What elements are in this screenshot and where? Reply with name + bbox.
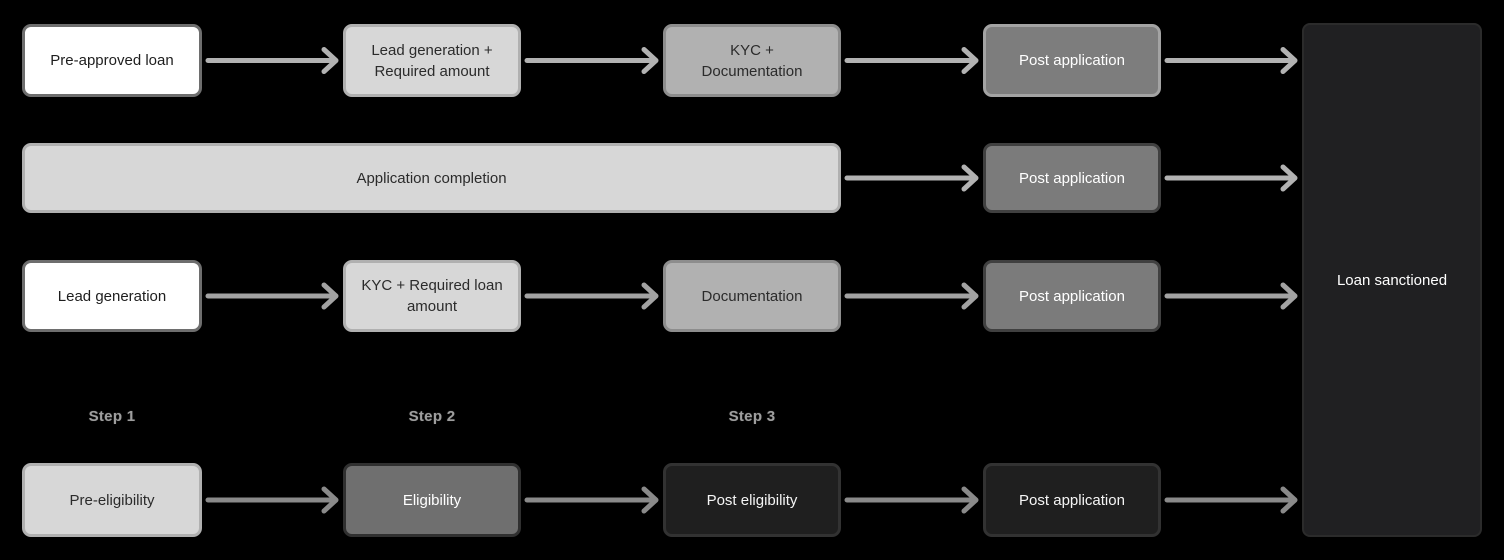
box-label: Pre-eligibility — [69, 491, 155, 509]
flow-arrow — [844, 282, 979, 310]
flow-arrow — [844, 164, 979, 192]
box-label: Post application — [1019, 491, 1125, 509]
step-label-1: Step 1 — [88, 407, 136, 425]
flow-arrow — [844, 486, 979, 514]
box-pre-eligibility: Pre-eligibility — [22, 463, 202, 537]
box-kyc-documentation: KYC + Documentation — [663, 24, 841, 97]
box-kyc-required-loan-amount: KYC + Required loan amount — [343, 260, 521, 332]
box-eligibility: Eligibility — [343, 463, 521, 537]
box-post-application-row2: Post application — [983, 143, 1161, 213]
box-application-completion: Application completion — [22, 143, 841, 213]
flow-arrow — [1164, 164, 1298, 192]
box-label: Eligibility — [402, 491, 462, 509]
flow-arrow — [1164, 486, 1298, 514]
flow-arrow — [524, 47, 659, 74]
flow-arrow — [1164, 282, 1298, 310]
box-post-application-row4: Post application — [983, 463, 1161, 537]
box-post-application-row1: Post application — [983, 24, 1161, 97]
box-pre-approved-loan: Pre-approved loan — [22, 24, 202, 97]
box-label: Lead generation — [57, 287, 167, 305]
step-label-2: Step 2 — [408, 407, 456, 425]
box-documentation: Documentation — [663, 260, 841, 332]
flow-arrow — [844, 47, 979, 74]
box-label: Pre-approved loan — [50, 52, 174, 69]
flow-arrow — [205, 47, 339, 74]
box-label: Post application — [1019, 52, 1125, 69]
box-post-application-row3: Post application — [983, 260, 1161, 332]
box-label: KYC + Required loan amount — [361, 277, 503, 315]
box-lead-generation-required-amount: Lead generation + Required amount — [343, 24, 521, 97]
box-label: Post application — [1019, 287, 1125, 305]
step-label-3: Step 3 — [728, 407, 776, 425]
box-label: Post application — [1019, 169, 1125, 187]
flow-arrow — [205, 486, 339, 514]
box-label: Documentation — [701, 287, 803, 305]
box-loan-sanctioned: Loan sanctioned — [1302, 23, 1482, 537]
flow-arrow — [524, 282, 659, 310]
box-post-eligibility: Post eligibility — [663, 463, 841, 537]
box-label: Application completion — [356, 169, 507, 187]
flow-arrow — [524, 486, 659, 514]
box-label: Post eligibility — [706, 491, 798, 509]
box-label: KYC + Documentation — [701, 41, 803, 80]
box-label: Lead generation + Required amount — [371, 41, 493, 80]
flow-arrow — [1164, 47, 1298, 74]
box-label: Loan sanctioned — [1336, 271, 1448, 289]
flow-arrow — [205, 282, 339, 310]
box-lead-generation: Lead generation — [22, 260, 202, 332]
